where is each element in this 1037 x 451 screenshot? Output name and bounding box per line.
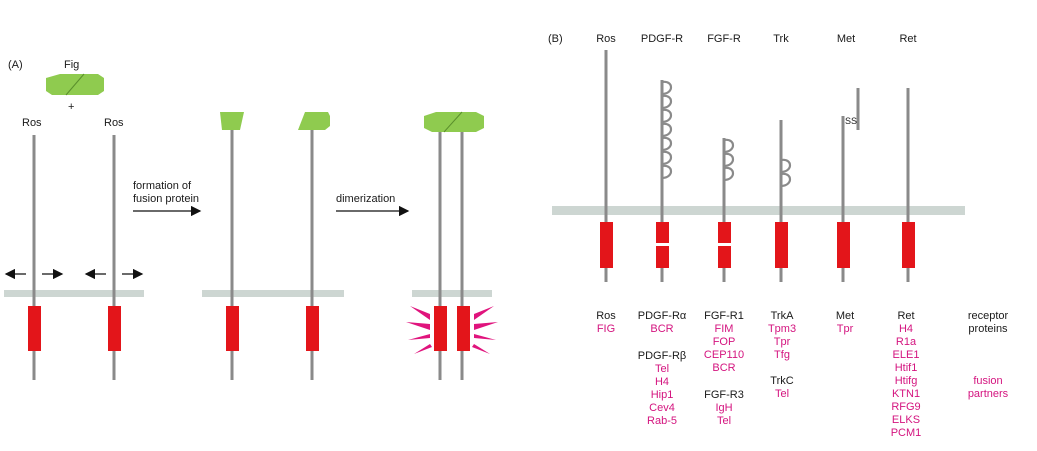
col-pdgfr: PDGF-Rα BCR PDGF-Rβ Tel H4 Hip1 Cev4 Rab… (638, 310, 687, 427)
tm-ret (902, 222, 915, 268)
ros-label-right: Ros (104, 117, 124, 129)
fusion-partner: Htif1 (895, 362, 918, 374)
col-met: Met Tpr (836, 310, 854, 335)
legend-receptor-line1: receptor (968, 310, 1009, 322)
fusion-partner: Tpr (837, 323, 854, 335)
step1-line2: fusion protein (133, 193, 199, 205)
fusion-partner: Tfg (774, 349, 790, 361)
fusion-partner: BCR (712, 362, 735, 374)
fusion-partner: PCM1 (891, 427, 922, 439)
tm-dimer-left (434, 306, 447, 351)
panel-b-label: (B) (548, 33, 563, 45)
panel-b: (B) Ros PDGF-R FGF-R (548, 33, 1009, 439)
fusion-partner: Tpm3 (768, 323, 796, 335)
fusion-partner: RFG9 (891, 401, 920, 413)
panel-a-label: (A) (8, 59, 23, 71)
tm-met (837, 222, 850, 268)
fig-dimer (46, 73, 104, 96)
receptor-protein: TrkC (770, 375, 793, 387)
receptor-name-met: Met (837, 33, 855, 45)
receptor-protein: FGF-R3 (704, 389, 744, 401)
col-fgfr: FGF-R1 FIM FOP CEP110 BCR FGF-R3 IgH Tel (704, 310, 744, 427)
fusion-partner: Cev4 (649, 402, 675, 414)
fusion-partner: Tpr (774, 336, 791, 348)
fusion-partner: FOP (713, 336, 736, 348)
fusion-partner: ELE1 (893, 349, 920, 361)
receptor-name-pdgfr: PDGF-R (641, 33, 683, 45)
col-ret: Ret H4 R1a ELE1 Htif1 Htifg KTN1 RFG9 EL… (891, 310, 922, 439)
fusion-partner: KTN1 (892, 388, 920, 400)
receptor-name-trk: Trk (773, 33, 789, 45)
receptor-fgfr: FGF-R (707, 33, 741, 282)
fusion-partner: Htifg (895, 375, 918, 387)
fusion-partner: H4 (655, 376, 669, 388)
receptor-protein: PDGF-Rα (638, 310, 687, 322)
tm-left (28, 306, 41, 351)
col-ros: Ros FIG (596, 310, 616, 335)
fig-monomer-right (298, 112, 330, 130)
fusion-partner: ELKS (892, 414, 920, 426)
fusion-partner: H4 (899, 323, 913, 335)
receptor-pdgfr: PDGF-R (641, 33, 683, 282)
tm-trk (775, 222, 788, 268)
receptor-met: Met SS (837, 33, 860, 282)
receptor-name-fgfr: FGF-R (707, 33, 741, 45)
tm-right (108, 306, 121, 351)
fig-dimer-bound (424, 111, 484, 133)
receptor-ret: Ret (899, 33, 917, 282)
tm-ros (600, 222, 613, 268)
ig-loops-fgfr (723, 138, 735, 182)
ros-label-left: Ros (22, 117, 42, 129)
receptor-name-ros: Ros (596, 33, 616, 45)
fusion-partner: Hip1 (651, 389, 674, 401)
fusion-partner: Rab-5 (647, 415, 677, 427)
col-trk: TrkA Tpm3 Tpr Tfg TrkC Tel (768, 310, 796, 400)
tm-fusion-left (226, 306, 239, 351)
membrane-a3 (412, 290, 492, 297)
step1-line1: formation of (133, 180, 192, 192)
tm-dimer-right (457, 306, 470, 351)
receptor-protein: FGF-R1 (704, 310, 744, 322)
receptor-protein: Met (836, 310, 854, 322)
panel-a: (A) Fig + Ros Ros formation of fusion pr… (4, 59, 498, 380)
step2-label: dimerization (336, 193, 395, 205)
fusion-partner: BCR (650, 323, 673, 335)
plus-sign: + (68, 101, 74, 113)
membrane-b (552, 206, 965, 215)
receptor-protein: Ret (897, 310, 914, 322)
fusion-partner: FIM (715, 323, 734, 335)
membrane-a2 (202, 290, 344, 297)
fusion-partner: FIG (597, 323, 615, 335)
legend-receptor-line2: proteins (968, 323, 1008, 335)
fusion-partner: Tel (655, 363, 669, 375)
activation-burst (406, 306, 498, 354)
receptor-trk: Trk (773, 33, 792, 282)
fusion-partner: IgH (715, 402, 732, 414)
receptor-ros: Ros (596, 33, 616, 282)
fig-label: Fig (64, 59, 79, 71)
ig-loops-pdgfr (661, 80, 673, 180)
receptor-protein: Ros (596, 310, 616, 322)
fusion-partner: R1a (896, 336, 917, 348)
legend-fusion-line1: fusion (973, 375, 1002, 387)
receptor-name-ret: Ret (899, 33, 916, 45)
tm-fusion-right (306, 306, 319, 351)
ig-loops-trk (780, 158, 792, 188)
receptor-protein: PDGF-Rβ (638, 350, 687, 362)
fig-monomer-left (220, 112, 244, 130)
fusion-partner: CEP110 (704, 349, 744, 361)
legend: receptor proteins fusion partners (968, 310, 1009, 400)
legend-fusion-line2: partners (968, 388, 1009, 400)
membrane-a1 (4, 290, 144, 297)
fusion-partner: Tel (775, 388, 789, 400)
disulfide-label: SS (845, 116, 857, 126)
fusion-partner: Tel (717, 415, 731, 427)
receptor-protein: TrkA (771, 310, 794, 322)
